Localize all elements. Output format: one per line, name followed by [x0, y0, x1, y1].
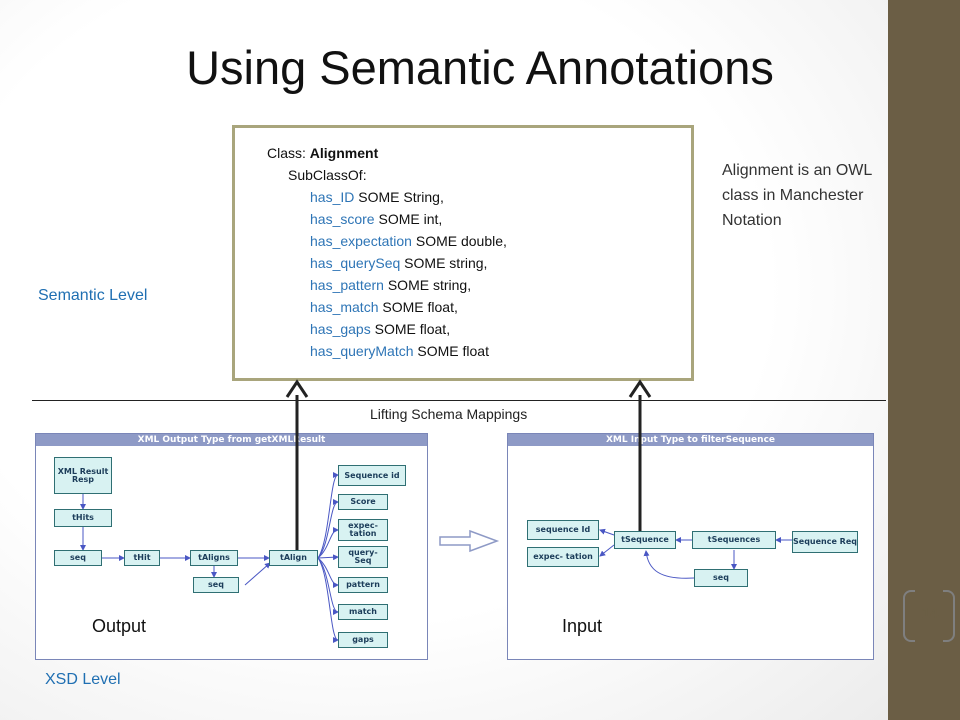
input-label: Input	[562, 616, 603, 636]
property-name: has_score	[310, 211, 375, 227]
property-name: has_querySeq	[310, 255, 401, 271]
lifting-mappings-label: Lifting Schema Mappings	[370, 406, 528, 422]
node-tsequences: tSequences	[692, 531, 776, 549]
output-label: Output	[92, 616, 147, 636]
node-expectation: expec- tation	[338, 519, 388, 541]
owl-note: Alignment is an OWL class in Manchester …	[722, 162, 872, 229]
property-restriction: SOME double,	[411, 233, 507, 249]
node-thits: tHits	[54, 509, 112, 527]
page-number: 14	[921, 605, 939, 622]
side-bar	[888, 0, 960, 720]
property-line: has_gaps SOME float,	[310, 321, 450, 337]
node-match: match	[338, 604, 388, 620]
node-taligns: tAligns	[190, 550, 238, 566]
property-name: has_pattern	[310, 277, 384, 293]
property-line: has_expectation SOME double,	[310, 233, 507, 249]
node-input-seq: seq	[694, 569, 748, 587]
node-sequence-id: Sequence id	[338, 465, 406, 486]
node-thit: tHit	[124, 550, 160, 566]
node-tsequence: tSequence	[614, 531, 676, 549]
property-name: has_queryMatch	[310, 343, 414, 359]
owl-class-box	[232, 125, 694, 381]
property-name: has_expectation	[310, 233, 412, 249]
property-line: has_querySeq SOME string,	[310, 255, 487, 271]
semantic-level-label: Semantic Level	[38, 287, 148, 304]
node-xml-result-resp: XML Result Resp	[54, 457, 112, 494]
xsd-level-label: XSD Level	[45, 671, 121, 688]
property-line: has_queryMatch SOME float	[310, 343, 489, 359]
property-line: has_match SOME float,	[310, 299, 458, 315]
level-divider	[32, 400, 886, 401]
node-score: Score	[338, 494, 388, 510]
property-line: has_score SOME int,	[310, 211, 442, 227]
property-restriction: SOME string,	[383, 277, 472, 293]
output-panel-header: XML Output Type from getXMLResult	[36, 434, 427, 446]
class-prefix: Class:	[267, 145, 310, 161]
class-name: Alignment	[309, 145, 379, 161]
node-input-expectation: expec- tation	[527, 547, 599, 567]
node-seq: seq	[54, 550, 102, 566]
class-line: Class: Alignment	[267, 145, 378, 161]
subclassof-line: SubClassOf:	[288, 167, 367, 183]
property-name: has_match	[310, 299, 379, 315]
node-input-sequence-id: sequence Id	[527, 520, 599, 540]
property-name: has_ID	[310, 189, 355, 205]
input-panel-header: XML Input Type to filterSequence	[508, 434, 873, 446]
node-seq-2: seq	[193, 577, 239, 593]
page-number-bracket-left	[903, 590, 915, 642]
property-line: has_ID SOME String,	[310, 189, 444, 205]
node-pattern: pattern	[338, 577, 388, 593]
node-query-seq: query- Seq	[338, 546, 388, 568]
slide-title: Using Semantic Annotations	[186, 41, 774, 94]
property-restriction: SOME float,	[378, 299, 458, 315]
property-restriction: SOME string,	[400, 255, 488, 271]
property-name: has_gaps	[310, 321, 371, 337]
property-restriction: SOME float,	[370, 321, 451, 337]
property-restriction: SOME float	[413, 343, 489, 359]
property-line: has_pattern SOME string,	[310, 277, 471, 293]
node-talign: tAlign	[269, 550, 318, 566]
node-gaps: gaps	[338, 632, 388, 648]
page-number-bracket-right	[943, 590, 955, 642]
node-sequence-req: Sequence Req	[792, 531, 858, 553]
property-restriction: SOME String,	[354, 189, 444, 205]
property-restriction: SOME int,	[374, 211, 443, 227]
